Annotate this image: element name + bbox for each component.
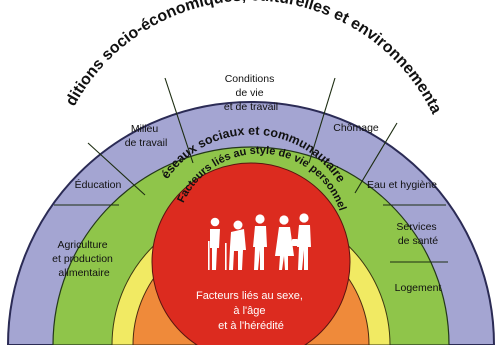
segment-water-sanitation: Eau et hygiène bbox=[367, 179, 437, 191]
people-silhouettes-icon bbox=[208, 213, 311, 270]
core-circle bbox=[151, 162, 351, 345]
segment-health-services: Services de santé bbox=[396, 221, 439, 247]
segment-education: Éducation bbox=[75, 178, 122, 191]
divider-5 bbox=[354, 122, 398, 194]
divider-3 bbox=[164, 77, 194, 164]
outer-arc-label: Conditions socio-économiques, culturelle… bbox=[0, 0, 445, 117]
segment-workplace: Milieu de travail bbox=[125, 123, 168, 149]
divider-2 bbox=[87, 142, 146, 196]
segment-unemployment: Chômage bbox=[333, 122, 379, 134]
segment-dividers bbox=[54, 77, 448, 263]
core-label: Facteurs liés au sexe, à l'âge et à l'hé… bbox=[196, 290, 306, 332]
segment-living-working-conditions: Conditions de vie et de travail bbox=[224, 73, 278, 113]
segment-housing: Logement bbox=[395, 282, 442, 294]
divider-4 bbox=[308, 77, 336, 164]
segment-agriculture: Agriculture et production alimentaire bbox=[52, 239, 116, 279]
